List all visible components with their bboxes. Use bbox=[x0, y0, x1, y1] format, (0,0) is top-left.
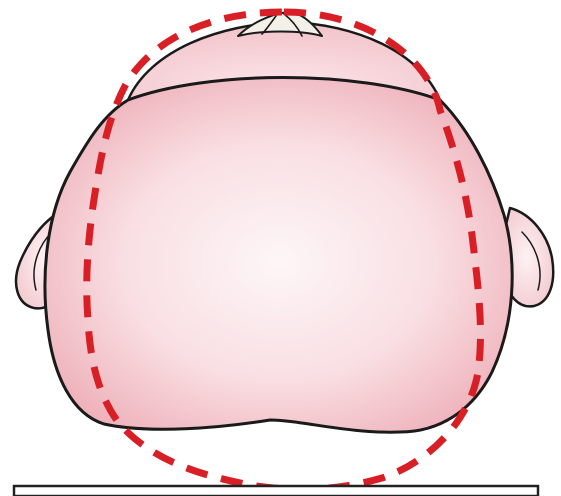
hair-tuft bbox=[238, 12, 322, 36]
head-outline bbox=[45, 78, 512, 433]
base-surface-bar bbox=[14, 486, 538, 496]
